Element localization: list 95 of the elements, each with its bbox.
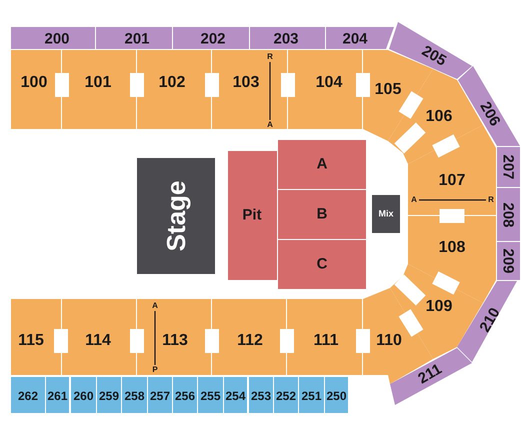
seating-section bbox=[497, 147, 520, 187]
section-number: 113 bbox=[162, 333, 188, 349]
section-number: 110 bbox=[376, 333, 402, 349]
seating-section bbox=[148, 377, 172, 413]
seating-section bbox=[249, 377, 273, 413]
seating-section bbox=[11, 299, 61, 375]
section-number: 201 bbox=[124, 32, 150, 46]
section-label: A bbox=[316, 156, 328, 172]
section-label: Pit bbox=[242, 208, 262, 222]
section-number: 254 bbox=[225, 390, 246, 402]
section-number: 251 bbox=[301, 390, 322, 402]
seating-section bbox=[497, 188, 520, 241]
section-number: 258 bbox=[124, 390, 145, 402]
seating-section bbox=[212, 50, 287, 129]
seating-section bbox=[173, 377, 197, 413]
seating-section bbox=[96, 27, 172, 49]
section-label: B bbox=[316, 206, 328, 222]
section-number: 250 bbox=[326, 390, 347, 402]
seating-section bbox=[278, 240, 366, 289]
section-number: 206 bbox=[477, 99, 503, 129]
section-number: 210 bbox=[477, 305, 503, 335]
section-number: 100 bbox=[20, 75, 48, 91]
seating-section bbox=[287, 299, 362, 375]
section-number: 105 bbox=[374, 82, 402, 98]
section-number: 262 bbox=[18, 390, 38, 402]
section-number: 204 bbox=[342, 32, 368, 46]
section-number: 101 bbox=[84, 75, 112, 91]
seating-section bbox=[408, 125, 496, 215]
seating-section bbox=[198, 377, 223, 413]
section-number: 102 bbox=[158, 75, 186, 91]
section-number: 114 bbox=[85, 333, 111, 349]
stage-block bbox=[137, 158, 215, 274]
section-number: 203 bbox=[273, 32, 299, 46]
seating-section bbox=[224, 377, 247, 413]
seating-section bbox=[250, 27, 325, 49]
seating-section bbox=[228, 151, 277, 280]
seating-section bbox=[11, 27, 95, 49]
mix-label: Mix bbox=[378, 210, 394, 218]
section-number: 207 bbox=[500, 154, 516, 180]
row-letter: A bbox=[152, 302, 158, 310]
stage-label: Stage bbox=[163, 180, 189, 252]
seating-section bbox=[389, 22, 472, 79]
seating-section bbox=[11, 50, 61, 129]
seating-section bbox=[11, 377, 45, 413]
section-number: 259 bbox=[98, 390, 120, 402]
section-label: C bbox=[316, 256, 328, 272]
section-number: 253 bbox=[250, 390, 272, 402]
seating-section bbox=[173, 27, 249, 49]
section-number: 115 bbox=[18, 333, 44, 349]
seating-section bbox=[62, 299, 136, 375]
section-number: 109 bbox=[426, 299, 452, 315]
seating-section bbox=[497, 242, 520, 280]
section-number: 260 bbox=[73, 390, 94, 402]
seating-section bbox=[97, 377, 121, 413]
section-number: 104 bbox=[316, 75, 342, 91]
row-letter: A bbox=[267, 121, 273, 129]
section-number: 257 bbox=[150, 390, 170, 402]
seating-section bbox=[71, 377, 96, 413]
seating-section bbox=[46, 377, 69, 413]
section-number: 200 bbox=[44, 32, 70, 46]
section-number: 211 bbox=[416, 361, 444, 387]
seating-section bbox=[137, 299, 211, 375]
seating-section bbox=[278, 190, 366, 239]
seating-section bbox=[278, 140, 366, 189]
seating-section bbox=[274, 377, 298, 413]
section-number: 209 bbox=[500, 248, 516, 274]
seating-section bbox=[325, 377, 348, 413]
section-number: 112 bbox=[237, 333, 263, 349]
seating-section bbox=[457, 281, 517, 362]
section-number: 108 bbox=[438, 240, 466, 256]
section-number: 252 bbox=[276, 390, 296, 402]
row-letter: P bbox=[152, 366, 158, 374]
row-letter: A bbox=[411, 196, 417, 204]
seating-section bbox=[62, 50, 136, 129]
section-number: 107 bbox=[438, 173, 466, 189]
seating-section bbox=[122, 377, 147, 413]
mix-position bbox=[372, 195, 400, 233]
seating-section bbox=[288, 50, 362, 129]
section-number: 202 bbox=[200, 32, 226, 46]
section-number: 103 bbox=[232, 75, 260, 91]
seating-section bbox=[137, 50, 211, 129]
seating-section bbox=[212, 299, 286, 375]
seating-section bbox=[326, 27, 394, 49]
section-number: 256 bbox=[174, 390, 196, 402]
section-number: 208 bbox=[500, 202, 516, 228]
row-letter: R bbox=[267, 53, 273, 61]
row-letter: R bbox=[488, 196, 494, 204]
seating-section bbox=[299, 377, 324, 413]
section-number: 106 bbox=[426, 109, 452, 125]
seating-section bbox=[458, 66, 520, 146]
section-number: 261 bbox=[47, 390, 68, 402]
section-number: 255 bbox=[200, 390, 221, 402]
seating-section bbox=[390, 348, 472, 405]
section-number: 205 bbox=[419, 43, 449, 69]
section-number: 111 bbox=[314, 333, 338, 349]
